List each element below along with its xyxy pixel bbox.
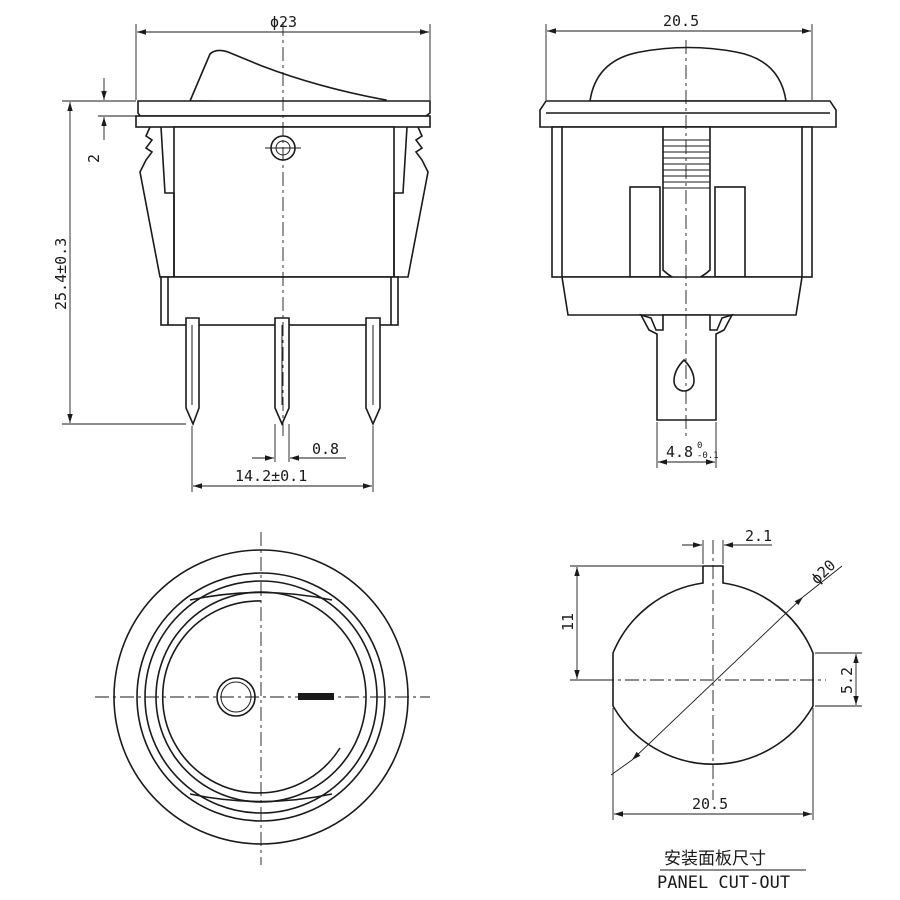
rocker-actuator bbox=[188, 49, 387, 104]
dim-front-width-label: 20.5 bbox=[663, 12, 699, 30]
dim-notch-width: 2.1 bbox=[682, 527, 772, 564]
dome-cap bbox=[589, 46, 787, 102]
right-snap-clip bbox=[393, 126, 429, 278]
on-mark bbox=[298, 693, 334, 700]
dim-pin-spacing-label: 14.2±0.1 bbox=[235, 467, 307, 485]
rocker-top-surface bbox=[161, 600, 341, 794]
dim-pin-width-label: 0.8 bbox=[312, 440, 339, 458]
center-stem bbox=[662, 126, 711, 282]
dim-notch-label: 2.1 bbox=[745, 527, 772, 545]
panel-cutout-view: ϕ20 2.1 11 5.2 20.5 bbox=[559, 527, 862, 893]
front-base bbox=[561, 276, 803, 316]
housing-body bbox=[173, 126, 395, 278]
dim-cutout-height-label: 11 bbox=[559, 613, 577, 631]
dim-front-width: 20.5 bbox=[545, 12, 813, 100]
dim-cutout-height: 11 bbox=[559, 565, 702, 681]
dim-cutout-width-label: 20.5 bbox=[692, 795, 728, 813]
dim-height-25-4: 25.4±0.3 bbox=[52, 100, 186, 425]
dim-flat-height: 5.2 bbox=[815, 652, 862, 707]
dim-cutout-diameter-label: ϕ20 bbox=[807, 556, 839, 588]
dim-terminal-tol-lower: -0.1 bbox=[697, 451, 719, 461]
quick-connect-terminal bbox=[639, 313, 734, 421]
dim-height-label: 25.4±0.3 bbox=[52, 238, 70, 310]
dim-flange-2: 2 bbox=[85, 78, 136, 163]
dim-pin-width: 0.8 bbox=[252, 424, 346, 462]
terminal-hole bbox=[673, 358, 695, 392]
side-view: ϕ23 25.4±0.3 2 0.8 14.2±0 bbox=[52, 13, 431, 492]
dim-diameter-23: ϕ23 bbox=[135, 13, 431, 100]
dim-pin-spacing: 14.2±0.1 bbox=[191, 426, 374, 492]
caption-english: PANEL CUT-OUT bbox=[657, 873, 790, 893]
bezel-flange bbox=[137, 100, 431, 117]
dim-cutout-width: 20.5 bbox=[612, 708, 814, 820]
dim-flat-label: 5.2 bbox=[838, 667, 856, 694]
left-snap-clip bbox=[139, 126, 175, 278]
top-view bbox=[95, 532, 430, 865]
caption-chinese: 安装面板尺寸 bbox=[664, 849, 766, 869]
dim-flange-label: 2 bbox=[85, 154, 103, 163]
base-block bbox=[160, 276, 399, 326]
dim-terminal-width: 4.8 0 -0.1 bbox=[656, 422, 719, 468]
dim-terminal-width-label: 4.8 bbox=[666, 443, 693, 461]
front-view: 20.5 4.8 0 -0.1 bbox=[539, 12, 837, 468]
terminal-pins bbox=[185, 317, 381, 427]
front-flange bbox=[539, 100, 837, 128]
dim-diameter-23-label: ϕ23 bbox=[270, 13, 297, 31]
stem-ribs bbox=[663, 139, 710, 189]
dim-terminal-tol-upper: 0 bbox=[697, 441, 702, 451]
